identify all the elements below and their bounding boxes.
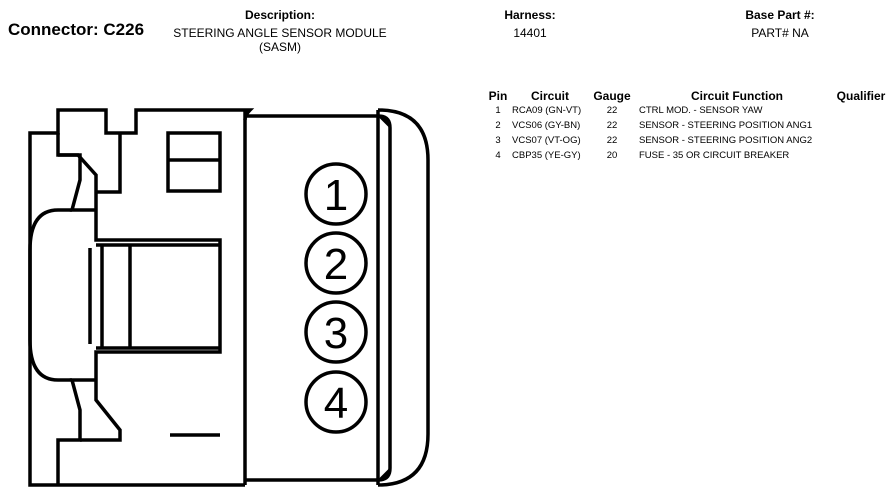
gauge-cell: 22 <box>606 105 618 116</box>
harness-value: 14401 <box>513 26 547 40</box>
description-label: Description: <box>244 8 315 22</box>
gauge-cell: 20 <box>606 150 618 161</box>
pin-1-marker: 1 <box>304 162 368 226</box>
pin-4-marker: 4 <box>304 370 368 434</box>
column-header-circuit-function: Circuit Function <box>691 88 783 103</box>
pin-cell: 2 <box>495 120 501 131</box>
function-cell: SENSOR - STEERING POSITION ANG1 <box>639 120 813 131</box>
pin-cell: 1 <box>495 105 501 116</box>
pin-2-marker: 2 <box>304 231 368 295</box>
table-row: 3 VCS07 (VT-OG) 22 SENSOR - STEERING POS… <box>484 133 887 148</box>
pin-markers: 1 2 3 4 <box>304 162 368 434</box>
pin-3-marker: 3 <box>304 300 368 364</box>
table-row: 4 CBP35 (YE-GY) 20 FUSE - 35 OR CIRCUIT … <box>484 148 887 163</box>
function-cell: FUSE - 35 OR CIRCUIT BREAKER <box>639 150 790 161</box>
pin-3-label: 3 <box>324 309 348 358</box>
base-part-value: PART# NA <box>751 26 809 40</box>
circuit-cell: CBP35 (YE-GY) <box>512 150 581 161</box>
pin-cell: 3 <box>495 135 501 146</box>
pin-4-label: 4 <box>324 379 348 428</box>
pin-cell: 4 <box>495 150 501 161</box>
column-header-gauge: Gauge <box>593 88 631 103</box>
column-header-qualifier: Qualifier <box>836 88 886 103</box>
circuit-cell: VCS06 (GY-BN) <box>512 120 581 131</box>
table-row: 1 RCA09 (GN-VT) 22 CTRL MOD. - SENSOR YA… <box>484 103 887 118</box>
pin-1-label: 1 <box>324 171 348 220</box>
function-cell: SENSOR - STEERING POSITION ANG2 <box>639 135 813 146</box>
table-row: 2 VCS06 (GY-BN) 22 SENSOR - STEERING POS… <box>484 118 887 133</box>
connector-housing <box>28 108 430 487</box>
circuit-cell: RCA09 (GN-VT) <box>512 105 582 116</box>
pin-table-header: Pin Circuit Gauge Circuit Function Quali… <box>484 88 887 103</box>
connector-title: Connector: C226 <box>8 20 145 39</box>
gauge-cell: 22 <box>606 135 618 146</box>
harness-label: Harness: <box>504 8 556 22</box>
column-header-circuit: Circuit <box>530 88 569 103</box>
gauge-cell: 22 <box>606 120 618 131</box>
pin-table: Pin Circuit Gauge Circuit Function Quali… <box>484 88 887 163</box>
circuit-cell: VCS07 (VT-OG) <box>512 135 581 146</box>
base-part-label: Base Part #: <box>745 8 815 22</box>
function-cell: CTRL MOD. - SENSOR YAW <box>639 105 763 116</box>
pin-2-label: 2 <box>324 240 348 289</box>
description-value: STEERING ANGLE SENSOR MODULE (SASM) <box>173 26 387 54</box>
column-header-pin: Pin <box>488 88 508 103</box>
